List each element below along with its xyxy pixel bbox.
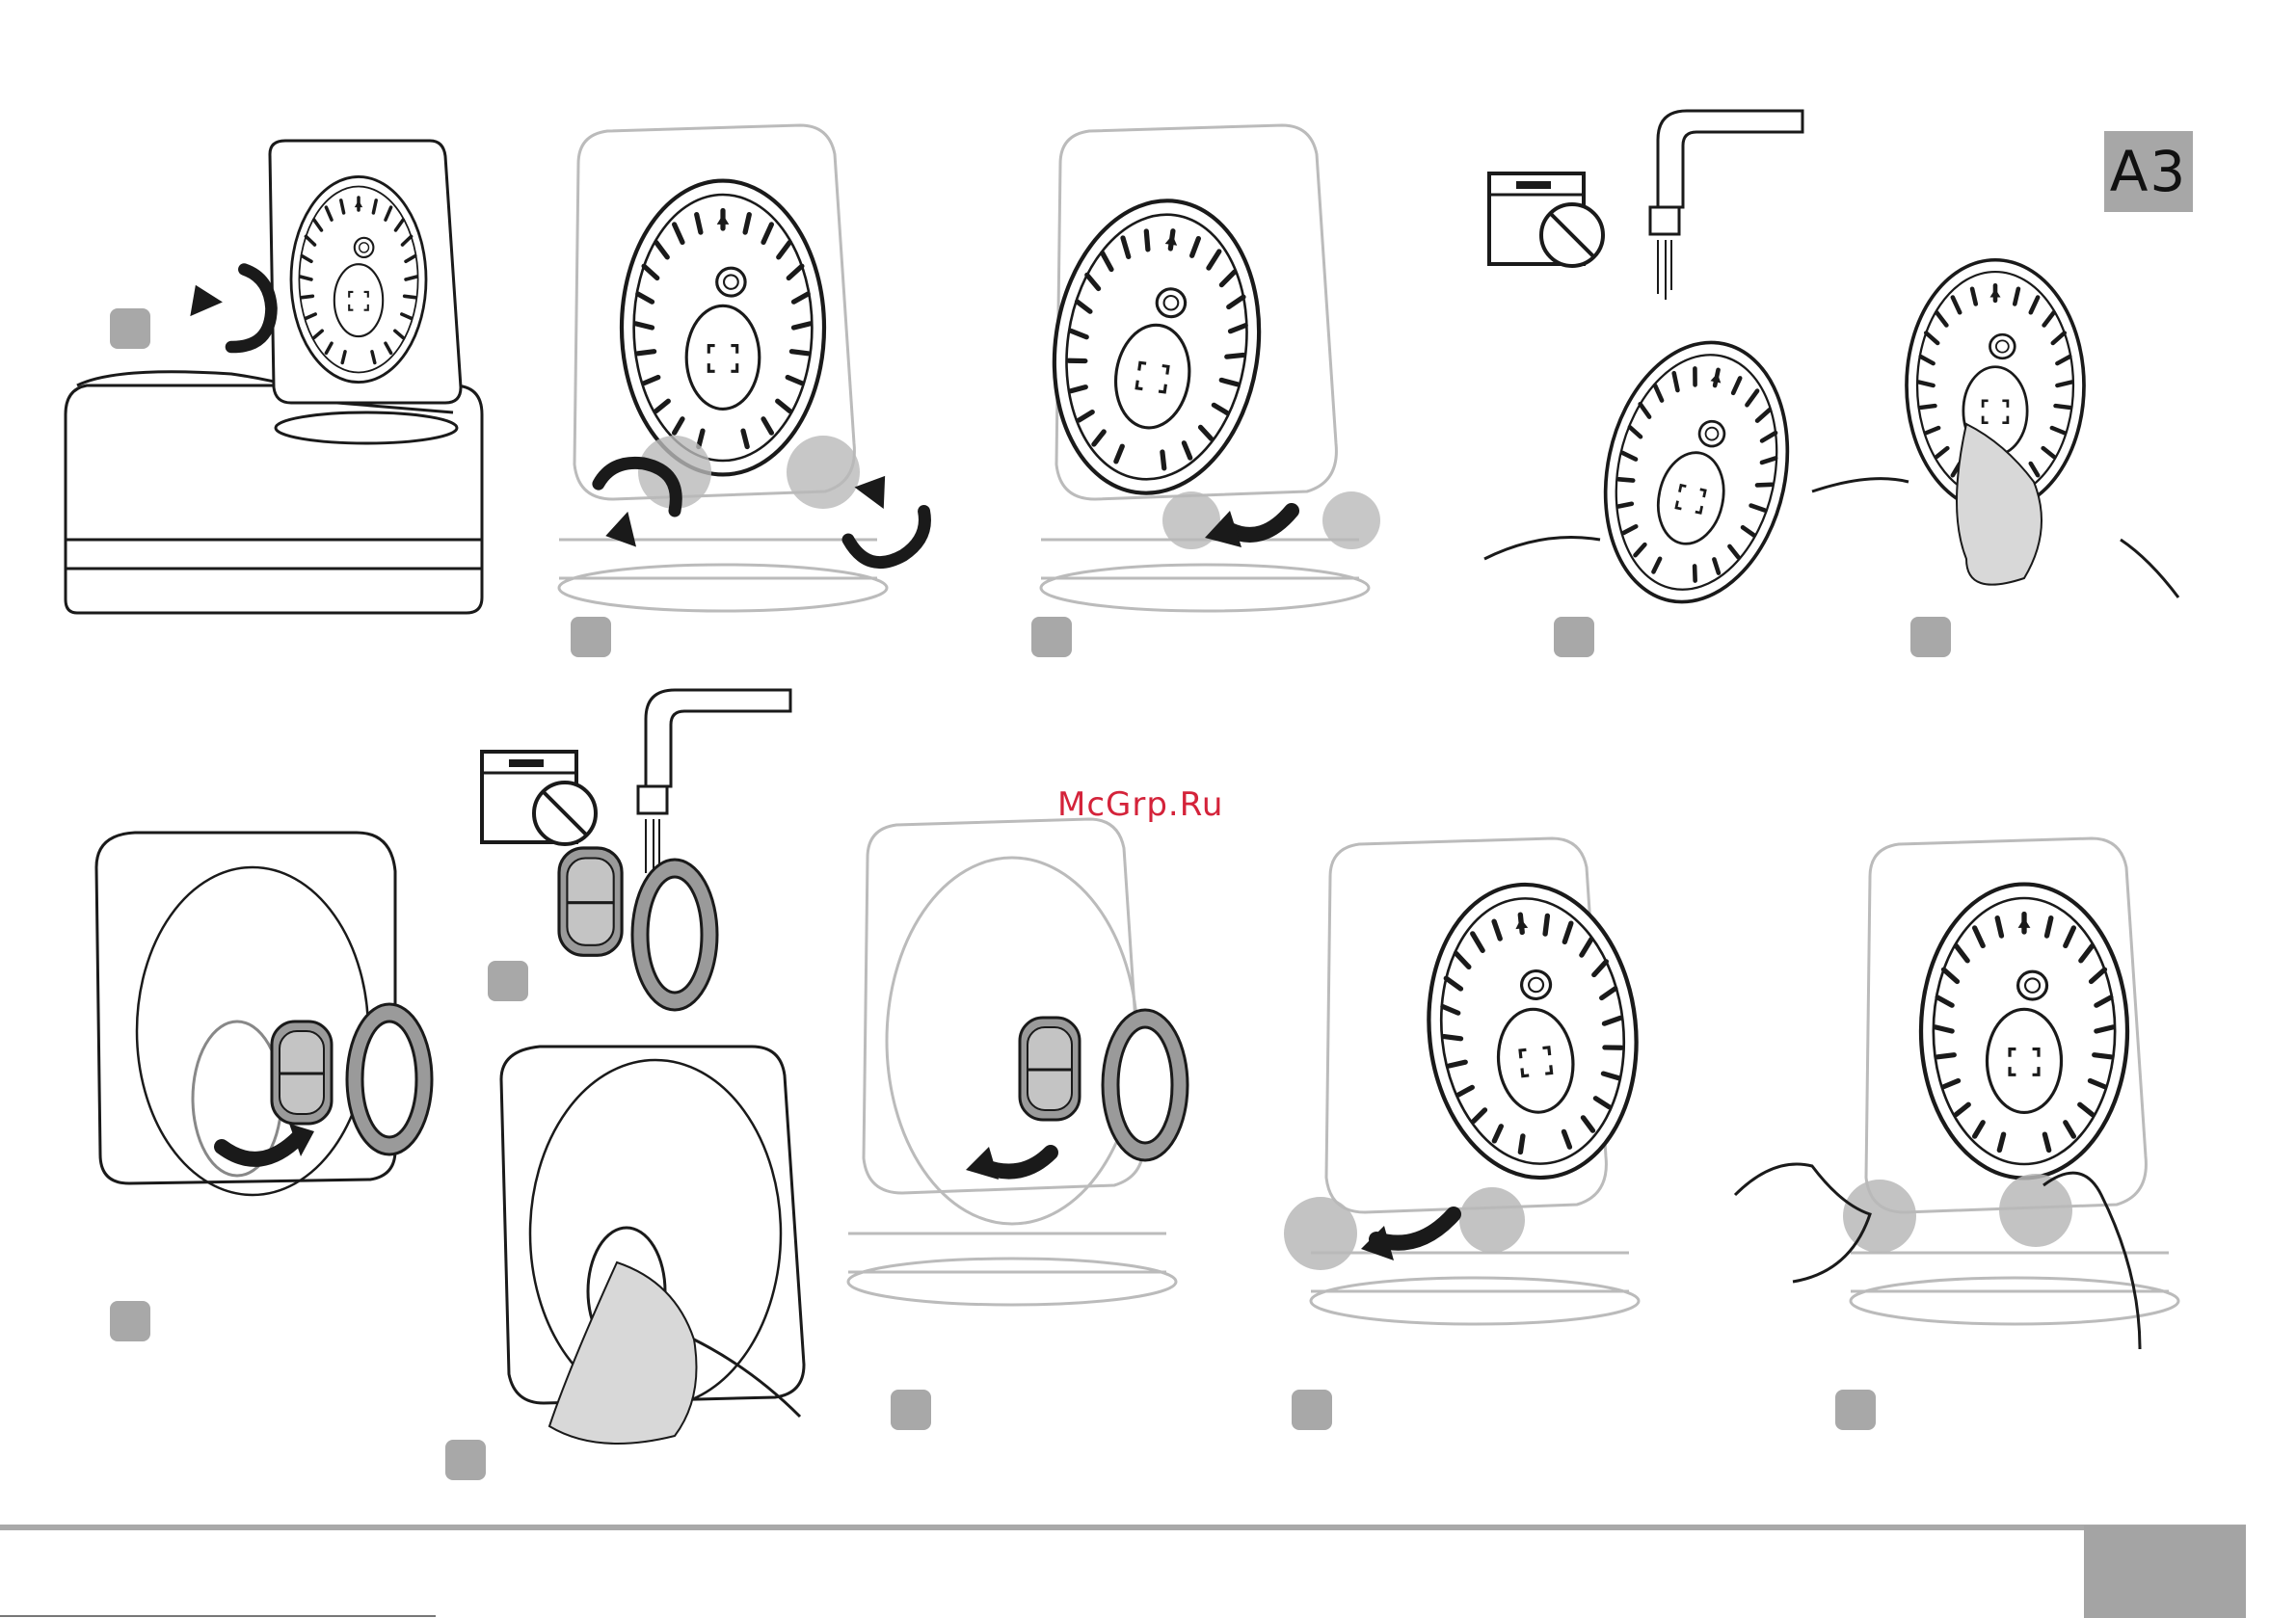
step-7-rinse-valve-parts [482, 690, 790, 1010]
step-10-refit-inner-lid [1284, 838, 1650, 1324]
step-11-marker [1835, 1390, 1876, 1430]
step-3-marker [1031, 617, 1072, 657]
step-1-open-lid [66, 141, 482, 613]
step-4-marker [1554, 617, 1594, 657]
step-9-refit-valve [848, 819, 1188, 1305]
step-3-remove-inner-lid [1036, 125, 1380, 611]
no-dishwasher-icon [482, 752, 596, 844]
step-6-remove-valve-and-seal [96, 833, 432, 1195]
step-8-wipe-lid [501, 1047, 804, 1444]
step-9-marker [891, 1390, 931, 1430]
step-2-release-clips [559, 125, 938, 611]
step-2-marker [571, 617, 611, 657]
step-5-wipe-dry [1812, 260, 2178, 597]
no-dishwasher-icon [1489, 173, 1603, 266]
watermark-text: McGrp.Ru [1057, 785, 1223, 824]
step-4-rinse-under-tap [1484, 111, 1810, 619]
step-5-marker [1910, 617, 1951, 657]
step-1-marker [110, 308, 150, 349]
footer-rule [0, 1615, 436, 1617]
bottom-divider [0, 1525, 2246, 1530]
step-7-marker [488, 961, 528, 1001]
section-label-badge: A3 [2104, 131, 2193, 212]
page-tab [2084, 1525, 2246, 1618]
step-8-marker [445, 1440, 486, 1480]
step-11-press-clips [1735, 838, 2178, 1349]
step-10-marker [1292, 1390, 1332, 1430]
step-6-marker [110, 1301, 150, 1341]
